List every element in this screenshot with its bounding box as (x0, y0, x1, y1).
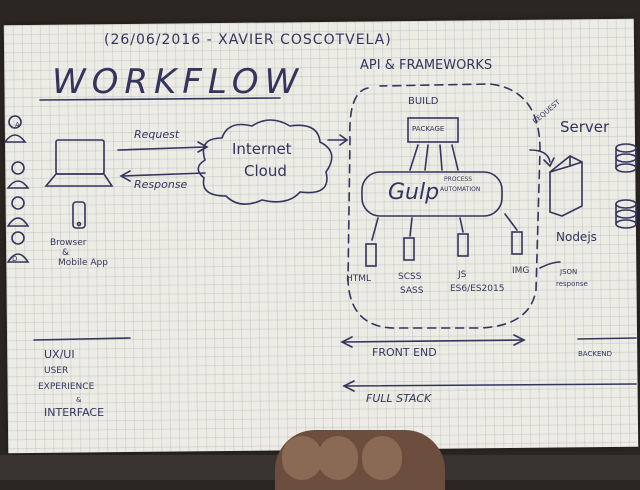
user-icons (3, 115, 30, 263)
date-author-heading: (26/06/2016 - XAVIER COSCOTVELA) (104, 32, 392, 48)
json-label-2: response (556, 280, 588, 288)
client-label: Browser (50, 238, 87, 248)
fullstack-line (343, 383, 637, 387)
file-label-html: HTML (346, 274, 372, 284)
gulp-note-2: AUTOMATION (440, 186, 481, 193)
backend-line (577, 337, 637, 340)
client-label-amp: & (62, 248, 70, 258)
request-label: Request (134, 128, 180, 141)
api-boundary (347, 83, 541, 329)
user-d: D (12, 255, 18, 263)
phone-icon (72, 201, 86, 229)
ux-ui-label: UX/UI (44, 348, 75, 361)
file-label-sass: SASS (400, 286, 424, 296)
page-title: WORKFLOW (52, 62, 305, 102)
cloud-label-line2: Cloud (244, 162, 287, 180)
file-label-js: JS (458, 270, 467, 280)
ux-user-label: USER (44, 366, 69, 376)
finger-2 (318, 436, 358, 480)
fullstack-label: FULL STACK (366, 392, 432, 405)
file-label-img: IMG (512, 266, 530, 276)
file-label-es6: ES6/ES2015 (450, 284, 505, 294)
build-label: BUILD (408, 96, 439, 107)
json-label-1: JSON (560, 268, 578, 276)
ux-interface-label: INTERFACE (44, 406, 105, 419)
server-icon (549, 155, 583, 217)
backend-label: BACKEND (578, 350, 612, 358)
gulp-label: Gulp (388, 180, 440, 205)
finger-3 (362, 436, 402, 480)
ux-line (33, 337, 131, 341)
frontend-label: FRONT END (372, 346, 437, 359)
frontend-line (343, 339, 525, 343)
ux-experience-label: EXPERIENCE (38, 382, 95, 392)
package-label: PACKAGE (412, 125, 445, 133)
client-label-app: Mobile App (58, 258, 108, 268)
cloud-label-line1: Internet (232, 140, 292, 158)
file-label-scss: SCSS (398, 272, 422, 282)
ux-amp-label: & (76, 396, 82, 404)
response-arrow (121, 172, 206, 177)
file-icons (365, 213, 523, 267)
gulp-box (361, 171, 503, 217)
gulp-note-1: PROCESS (444, 176, 473, 183)
server-title: Server (560, 118, 610, 136)
user-a: A (15, 121, 20, 129)
finger-1 (282, 436, 322, 480)
response-label: Response (134, 178, 188, 191)
api-title: API & FRAMEWORKS (360, 58, 493, 73)
diagram-drawing (3, 83, 637, 392)
title-underline (39, 97, 281, 101)
cloud-shape (197, 119, 333, 205)
package-box (407, 117, 459, 143)
request-arrow (117, 146, 206, 151)
laptop-icon (44, 139, 114, 187)
database-icons (615, 143, 637, 229)
node-label: Nodejs (556, 230, 597, 244)
